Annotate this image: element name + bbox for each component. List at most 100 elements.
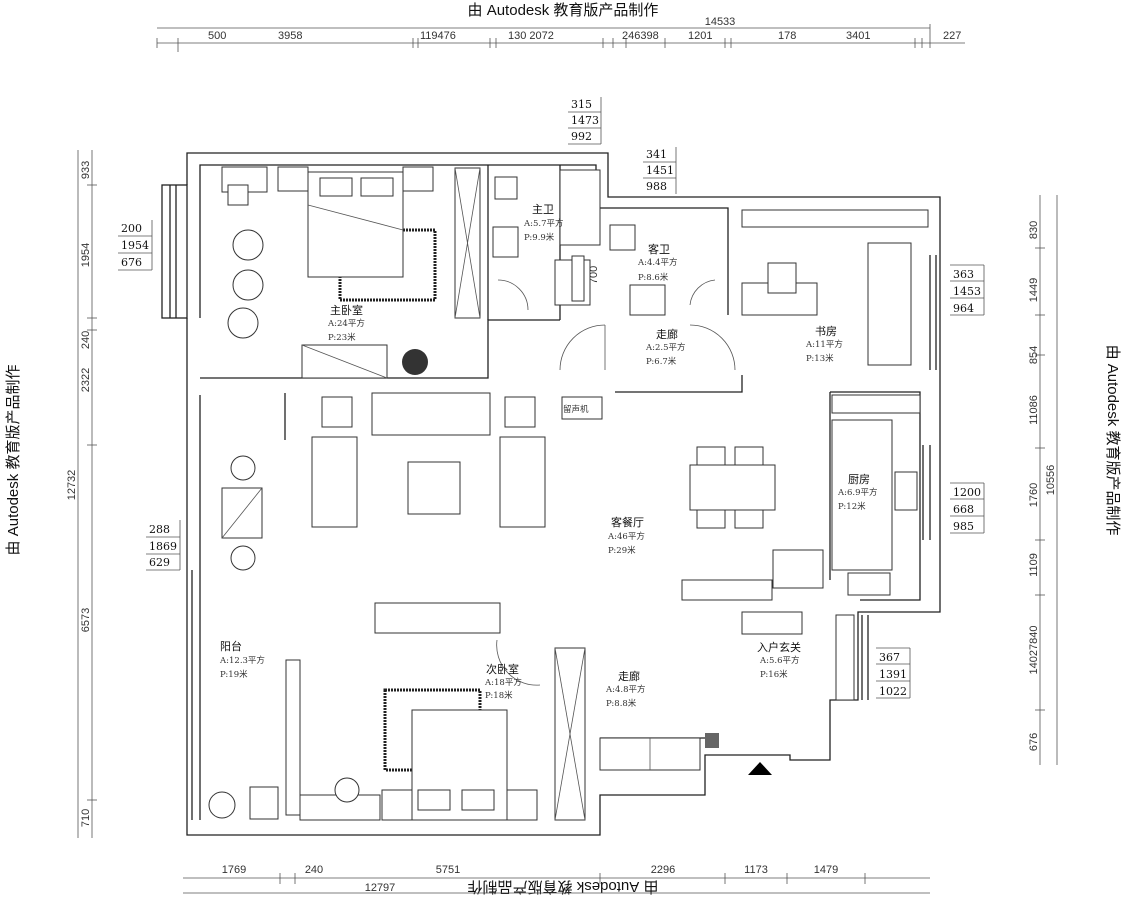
svg-text:A:5.6平方: A:5.6平方 xyxy=(759,655,800,666)
room-label-hall-south: 走廊 A:4.8平方 P:8.8米 xyxy=(605,669,646,709)
svg-text:A:12.3平方: A:12.3平方 xyxy=(219,655,265,666)
svg-text:1022: 1022 xyxy=(879,685,907,698)
svg-text:A:5.7平方: A:5.7平方 xyxy=(523,218,564,229)
svg-text:992: 992 xyxy=(571,130,592,143)
right-dimension: 1449 xyxy=(1028,278,1040,302)
left-dimension-lines xyxy=(77,150,97,838)
svg-text:367: 367 xyxy=(879,651,900,664)
svg-text:A:6.9平方: A:6.9平方 xyxy=(837,487,878,498)
window-tag: 315 1473 992 xyxy=(568,97,602,145)
right-dimension: 1109 xyxy=(1028,553,1040,577)
svg-text:A:46平方: A:46平方 xyxy=(607,531,645,542)
window-tag: 288 1869 629 xyxy=(146,520,181,571)
right-dimension: 830 xyxy=(1028,221,1040,239)
svg-text:P:29米: P:29米 xyxy=(608,545,636,556)
left-dimension: 933 xyxy=(80,161,92,179)
svg-text:1473: 1473 xyxy=(571,114,599,127)
sink-dimension: 700 xyxy=(588,266,600,284)
room-label-living-dining: 客餐厅 A:46平方 P:29米 xyxy=(607,515,645,556)
room-label-entry-foyer: 入户玄关 A:5.6平方 P:16米 xyxy=(757,640,801,680)
svg-text:988: 988 xyxy=(646,180,667,193)
entrance-arrow-icon xyxy=(748,762,772,775)
svg-text:P:12米: P:12米 xyxy=(838,501,866,512)
svg-text:964: 964 xyxy=(953,302,974,315)
svg-text:P:9.9米: P:9.9米 xyxy=(524,232,555,243)
svg-text:厨房: 厨房 xyxy=(848,473,870,486)
plant-icon xyxy=(402,349,428,375)
bottom-dimension-lines xyxy=(183,873,930,894)
right-dimension: 676 xyxy=(1028,733,1040,751)
room-label-guest-bath: 客卫 A:4.4平方 P:8.6米 xyxy=(637,242,678,283)
top-dimension: 119476 xyxy=(420,30,456,42)
svg-text:676: 676 xyxy=(121,256,142,269)
right-dimension-lines xyxy=(1035,195,1058,765)
left-total-dimension: 12732 xyxy=(66,470,78,501)
svg-text:P:23米: P:23米 xyxy=(328,332,356,343)
svg-text:书房: 书房 xyxy=(815,325,837,338)
watermark-left: 由 Autodesk 教育版产品制作 xyxy=(5,365,22,556)
watermark-right: 由 Autodesk 教育版产品制作 xyxy=(1104,345,1121,536)
svg-text:1954: 1954 xyxy=(121,239,149,252)
svg-text:629: 629 xyxy=(149,556,170,569)
room-label-master-bedroom: 主卧室 A:24平方 P:23米 xyxy=(327,303,365,343)
exterior-walls xyxy=(161,152,941,836)
svg-text:1200: 1200 xyxy=(953,486,981,499)
top-total-dimension: 14533 xyxy=(705,16,736,28)
svg-text:P:19米: P:19米 xyxy=(220,669,248,680)
right-total-dimension: 10556 xyxy=(1045,465,1057,496)
room-label-study: 书房 A:11平方 P:13米 xyxy=(805,325,843,364)
svg-text:363: 363 xyxy=(953,268,974,281)
svg-text:客餐厅: 客餐厅 xyxy=(611,515,644,529)
svg-text:1391: 1391 xyxy=(879,668,907,681)
top-dimension: 227 xyxy=(943,30,961,42)
svg-text:668: 668 xyxy=(953,503,974,516)
right-dimension: 11086 xyxy=(1028,395,1040,425)
window-tag: 1200 668 985 xyxy=(950,482,985,534)
right-dimension: 1760 xyxy=(1028,483,1040,507)
svg-text:1453: 1453 xyxy=(953,285,981,298)
svg-text:客卫: 客卫 xyxy=(648,242,670,256)
svg-text:A:24平方: A:24平方 xyxy=(327,318,365,329)
window-tag: 200 1954 676 xyxy=(118,220,153,271)
bottom-dimension: 1769 xyxy=(222,864,246,876)
svg-text:P:13米: P:13米 xyxy=(806,353,834,364)
svg-text:1869: 1869 xyxy=(149,540,177,553)
left-dimension: 710 xyxy=(80,809,92,827)
svg-text:A:18平方: A:18平方 xyxy=(484,677,522,688)
top-dimension: 500 xyxy=(208,30,226,42)
window-tag: 363 1453 964 xyxy=(950,264,985,316)
svg-text:走廊: 走廊 xyxy=(618,669,640,683)
doors xyxy=(496,279,736,686)
svg-text:985: 985 xyxy=(953,520,974,533)
bottom-dimension: 1479 xyxy=(814,864,838,876)
svg-text:P:8.6米: P:8.6米 xyxy=(638,272,669,283)
top-dimension-lines xyxy=(156,24,965,52)
svg-text:P:6.7米: P:6.7米 xyxy=(646,356,677,367)
bottom-dimension: 240 xyxy=(305,864,323,876)
left-dimension: 1954 xyxy=(80,243,92,267)
svg-text:A:4.4平方: A:4.4平方 xyxy=(637,257,678,268)
svg-text:A:4.8平方: A:4.8平方 xyxy=(605,684,646,695)
svg-text:入户玄关: 入户玄关 xyxy=(757,640,801,654)
svg-text:288: 288 xyxy=(149,523,170,536)
svg-text:1451: 1451 xyxy=(646,164,674,177)
svg-text:主卧室: 主卧室 xyxy=(330,303,363,317)
top-dimension: 178 xyxy=(778,30,796,42)
svg-text:315: 315 xyxy=(571,98,592,111)
room-label-hall-north: 走廊 A:2.5平方 P:6.7米 xyxy=(645,327,686,367)
watermark-bottom: 由 Autodesk 教育版产品制作 xyxy=(468,878,659,895)
watermark-top: 由 Autodesk 教育版产品制作 xyxy=(468,2,659,19)
left-dimension: 240 xyxy=(80,331,92,349)
room-label-kitchen: 厨房 A:6.9平方 P:12米 xyxy=(837,473,878,512)
bottom-total-dimension: 12797 xyxy=(365,882,396,894)
svg-text:走廊: 走廊 xyxy=(656,327,678,341)
svg-text:阳台: 阳台 xyxy=(220,639,242,653)
svg-text:200: 200 xyxy=(121,222,142,235)
window-tag: 341 1451 988 xyxy=(643,147,677,194)
left-dimension: 6573 xyxy=(80,608,92,632)
svg-text:A:11平方: A:11平方 xyxy=(805,339,843,350)
furniture xyxy=(208,166,929,821)
svg-text:341: 341 xyxy=(646,148,667,161)
bottom-dimension: 1173 xyxy=(744,864,768,876)
